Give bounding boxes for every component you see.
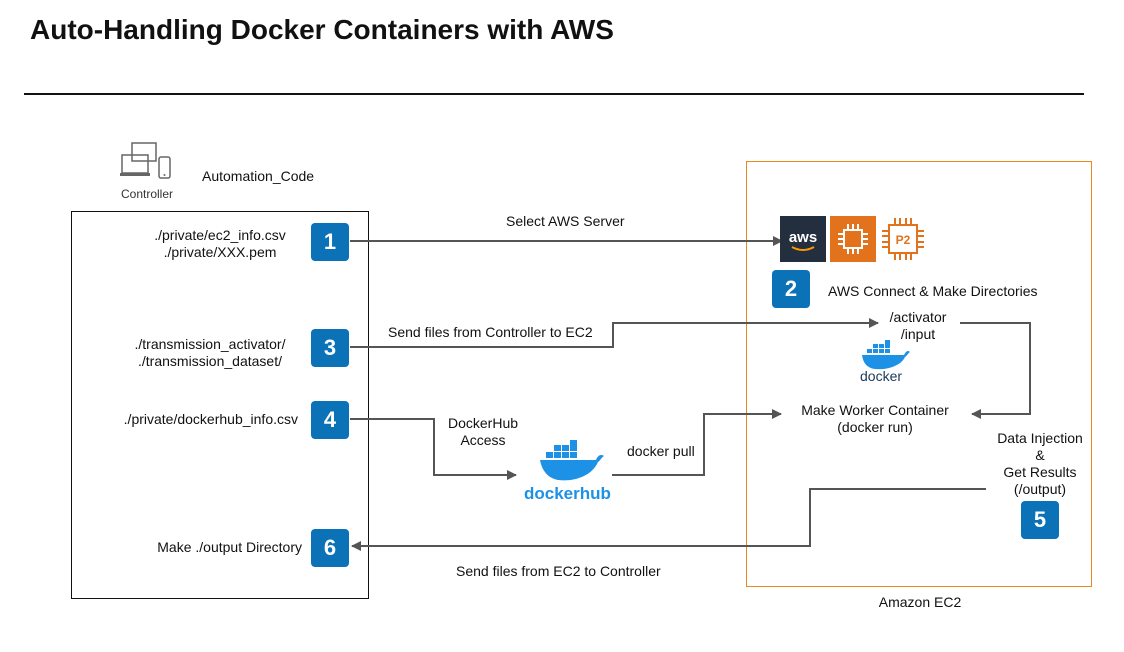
docker-logo-text: docker — [860, 368, 903, 384]
docker-whale-icon — [540, 440, 604, 481]
arrow-docker-pull — [612, 409, 782, 476]
controller-label: Controller — [121, 187, 174, 201]
devices-icon — [120, 142, 171, 179]
dockerhub-access-line: DockerHub — [447, 415, 519, 431]
directory-activator: /activator — [889, 309, 947, 325]
step3-file: ./transmission_activator/ — [134, 336, 286, 352]
p2-icon-text: P2 — [896, 233, 911, 247]
ec2-directories: /activator /input — [870, 309, 966, 343]
docker-pull-label: docker pull — [627, 443, 695, 459]
step1-files: ./private/ec2_info.csv ./private/XXX.pem — [140, 227, 300, 261]
step5-line: Data Injection — [997, 430, 1083, 446]
step3-files: ./transmission_activator/ ./transmission… — [120, 336, 300, 370]
connector-dirs-to-worker — [960, 322, 1031, 419]
arrow-dockerhub-access — [350, 418, 517, 480]
p2-instance-icon: P2 — [882, 218, 924, 260]
send-to-ec2-label: Send files from Controller to EC2 — [388, 324, 593, 340]
title-divider — [24, 93, 1084, 95]
directory-input: /input — [900, 326, 936, 342]
select-server-label: Select AWS Server — [506, 213, 625, 229]
step3-badge: 3 — [311, 329, 349, 367]
aws-logo-text: aws — [789, 229, 817, 246]
send-to-controller-label: Send files from EC2 to Controller — [456, 563, 661, 579]
dockerhub-access-line: Access — [460, 432, 506, 448]
step5-line: Get Results — [1003, 464, 1077, 480]
ec2-instance-icon — [830, 216, 876, 262]
step6-text: Make ./output Directory — [157, 539, 302, 555]
controller-box — [71, 211, 369, 599]
arrow-send-to-ec2 — [350, 318, 879, 348]
step3-file: ./transmission_dataset/ — [138, 353, 282, 369]
step5-line: & — [1035, 447, 1045, 463]
step2-badge: 2 — [772, 270, 810, 308]
aws-logo-icon: aws — [780, 216, 826, 262]
worker-container-label: Make Worker Container (docker run) — [790, 402, 960, 436]
step4-file: ./private/dockerhub_info.csv — [123, 411, 298, 427]
step5-badge: 5 — [1021, 501, 1059, 539]
step5-text: Data Injection & Get Results (/output) — [985, 430, 1095, 498]
worker-line: (docker run) — [837, 419, 913, 435]
ec2-box — [746, 161, 1092, 587]
dockerhub-logo-text: dockerhub — [524, 484, 611, 503]
step4-badge: 4 — [311, 401, 349, 439]
page-title: Auto-Handling Docker Containers with AWS — [30, 14, 614, 45]
dockerhub-access-label: DockerHub Access — [443, 415, 523, 449]
step1-file: ./private/XXX.pem — [163, 244, 277, 260]
step2-text: AWS Connect & Make Directories — [828, 283, 1038, 299]
step1-file: ./private/ec2_info.csv — [154, 227, 286, 243]
step6-badge: 6 — [311, 529, 349, 567]
ec2-label: Amazon EC2 — [878, 594, 962, 610]
step5-line: (/output) — [1013, 481, 1067, 497]
worker-line: Make Worker Container — [801, 402, 949, 418]
docker-logo-icon — [862, 340, 910, 370]
arrow-send-to-controller — [351, 488, 986, 551]
step1-badge: 1 — [311, 223, 349, 261]
automation-code-label: Automation_Code — [202, 168, 315, 184]
